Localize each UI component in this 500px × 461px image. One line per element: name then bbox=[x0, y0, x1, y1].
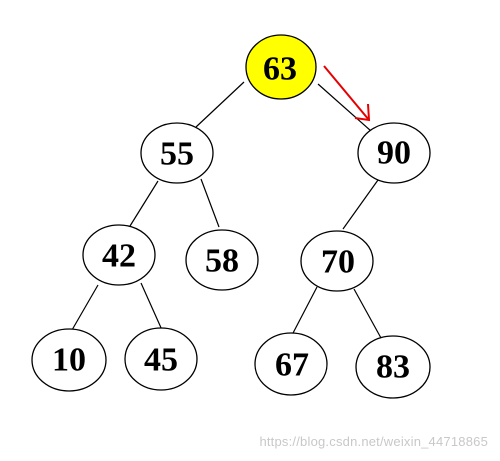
tree-node-63: 63 bbox=[245, 34, 317, 100]
watermark-url: https://blog.csdn.net/weixin_44718865 bbox=[259, 434, 488, 449]
tree-node-42: 42 bbox=[82, 224, 156, 286]
node-ellipse-55 bbox=[140, 122, 214, 184]
red-arrow-head bbox=[354, 103, 371, 122]
edge-55-58 bbox=[200, 178, 220, 228]
tree-node-90: 90 bbox=[357, 122, 431, 184]
node-ellipse-42 bbox=[82, 224, 156, 286]
node-label-67: 67 bbox=[275, 347, 309, 384]
edge-55-42 bbox=[129, 180, 159, 227]
node-ellipse-45 bbox=[124, 327, 198, 391]
edge-90-70 bbox=[342, 179, 379, 230]
node-ellipse-90 bbox=[357, 122, 431, 184]
node-ellipse-67 bbox=[254, 332, 328, 396]
node-label-55: 55 bbox=[160, 136, 194, 173]
edge-42-45 bbox=[140, 282, 163, 331]
tree-edges bbox=[71, 81, 382, 339]
node-label-70: 70 bbox=[321, 244, 355, 281]
red-arrow-shaft bbox=[323, 65, 370, 121]
node-label-90: 90 bbox=[377, 135, 411, 172]
node-ellipse-70 bbox=[300, 230, 374, 292]
tree-node-58: 58 bbox=[185, 229, 259, 291]
node-label-58: 58 bbox=[205, 243, 239, 280]
node-label-63: 63 bbox=[263, 51, 297, 88]
node-ellipse-58 bbox=[185, 229, 259, 291]
red-arrow bbox=[323, 65, 371, 122]
tree-node-55: 55 bbox=[140, 122, 214, 184]
node-label-83: 83 bbox=[376, 349, 410, 386]
node-label-10: 10 bbox=[52, 342, 86, 379]
edge-63-90 bbox=[317, 83, 372, 132]
node-ellipse-63 bbox=[245, 34, 317, 100]
edge-42-10 bbox=[71, 284, 99, 331]
edge-70-83 bbox=[353, 288, 382, 339]
tree-node-83: 83 bbox=[355, 335, 431, 399]
tree-node-70: 70 bbox=[300, 230, 374, 292]
node-label-42: 42 bbox=[102, 238, 136, 275]
tree-node-10: 10 bbox=[31, 328, 107, 392]
tree-node-67: 67 bbox=[254, 332, 328, 396]
node-ellipse-10 bbox=[31, 328, 107, 392]
edge-63-55 bbox=[195, 81, 245, 128]
tree-node-45: 45 bbox=[124, 327, 198, 391]
node-label-45: 45 bbox=[144, 342, 178, 379]
edge-70-67 bbox=[291, 286, 318, 336]
node-ellipse-83 bbox=[355, 335, 431, 399]
